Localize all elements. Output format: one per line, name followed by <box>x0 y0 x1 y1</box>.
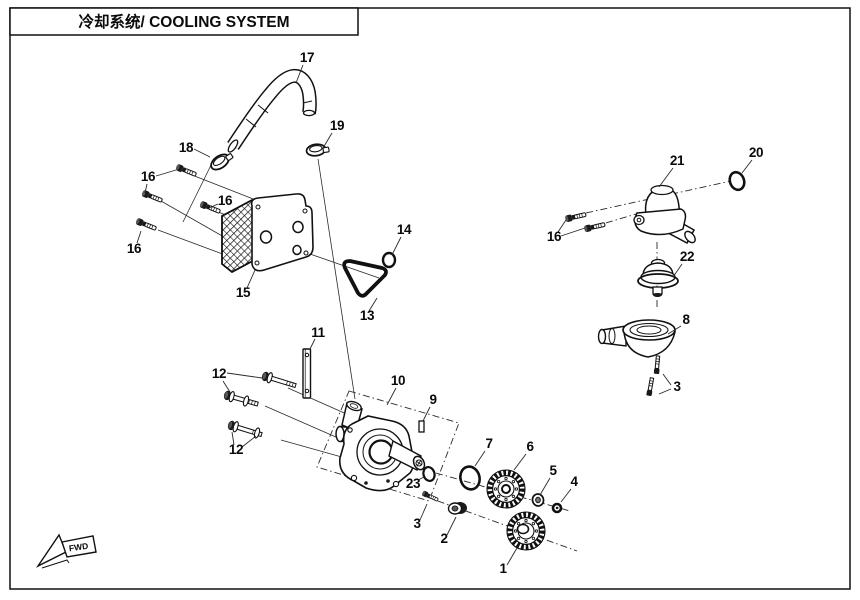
leader-line-9 <box>422 406 431 422</box>
page-border <box>9 7 851 590</box>
part-label-21: 21 <box>670 153 685 168</box>
dowel-pin-9 <box>418 420 425 433</box>
part-label-15: 15 <box>236 285 251 300</box>
leader-line-16-d <box>557 219 567 233</box>
washer-5-drawing <box>531 493 545 507</box>
part-label-12-b: 12 <box>229 442 243 457</box>
leader-line-3-a <box>658 388 672 395</box>
leader-line-8 <box>667 325 682 335</box>
part-label-16-a: 16 <box>141 169 156 184</box>
leader-line-16-a <box>155 169 177 177</box>
part-label-1: 1 <box>499 561 507 576</box>
thermostat-housing-drawing <box>597 319 676 358</box>
title-box: 冷却系统/ COOLING SYSTEM <box>9 7 359 36</box>
o-ring-20 <box>728 170 746 192</box>
part-label-3-a: 3 <box>673 379 681 394</box>
part-label-8: 8 <box>682 312 690 327</box>
leader-line-11 <box>309 338 316 350</box>
part-label-3-b: 3 <box>413 516 421 531</box>
leader-line-23 <box>417 476 425 481</box>
pump-assembly-boundary <box>316 390 460 502</box>
part-label-16-b: 16 <box>218 193 233 208</box>
o-ring-14 <box>381 251 397 269</box>
gear-1-bore <box>516 523 530 535</box>
part-label-23: 23 <box>406 476 421 491</box>
part-label-7: 7 <box>485 436 492 451</box>
leader-line-3-b <box>419 503 428 521</box>
part-label-18: 18 <box>179 140 194 155</box>
leader-line-19 <box>322 132 333 149</box>
cooler-gasket-drawing <box>342 259 388 298</box>
thermostat-drawing <box>637 258 679 297</box>
leader-line-10 <box>386 387 397 406</box>
leader-line-5 <box>539 477 551 496</box>
stay-bracket-drawing <box>302 348 312 399</box>
leader-line-1 <box>506 547 518 566</box>
leader-line-22 <box>672 263 683 278</box>
nut-4-drawing <box>551 502 563 514</box>
leader-line-2 <box>446 516 457 536</box>
part-label-12-a: 12 <box>212 366 226 381</box>
part-label-22: 22 <box>680 249 694 264</box>
gear-6-bore <box>501 484 511 494</box>
part-label-17: 17 <box>300 50 314 65</box>
leader-line-6 <box>513 453 527 471</box>
leader-line-20 <box>741 159 753 174</box>
leader-line-16-d <box>560 227 586 237</box>
leader-line-12-a <box>222 380 231 393</box>
leader-line-12-b <box>231 431 235 446</box>
leader-line-12-a <box>226 372 263 379</box>
part-label-5: 5 <box>549 463 557 478</box>
oil-cooler-drawing <box>221 193 314 273</box>
leader-line-18 <box>193 148 211 158</box>
part-label-6: 6 <box>526 439 534 454</box>
part-label-11: 11 <box>311 325 325 340</box>
part-label-9: 9 <box>429 392 436 407</box>
part-label-20: 20 <box>749 145 763 160</box>
leader-line-17 <box>295 64 304 84</box>
water-hose-drawing <box>227 68 317 153</box>
leader-line-7 <box>474 450 486 467</box>
o-ring-23 <box>422 465 436 483</box>
part-label-13: 13 <box>360 308 375 323</box>
page-title: 冷却系统/ COOLING SYSTEM <box>79 12 290 31</box>
leader-line-14 <box>391 236 402 256</box>
part-label-2: 2 <box>440 531 447 546</box>
leader-line-16-b <box>208 203 219 209</box>
washer-12-c <box>253 427 261 439</box>
washer-12-b <box>242 395 250 407</box>
plug-2-drawing <box>447 502 467 515</box>
title-box-frame <box>9 7 359 36</box>
leader-line-16-a <box>144 183 148 194</box>
leader-line-12-b <box>241 435 257 448</box>
leader-line-15 <box>246 269 256 289</box>
thermostat-cover-drawing <box>633 184 696 245</box>
part-label-19: 19 <box>330 118 344 133</box>
part-label-10: 10 <box>391 373 405 388</box>
part-label-16-c: 16 <box>127 241 142 256</box>
fwd-label: FWD <box>68 541 89 554</box>
o-ring-7 <box>459 465 481 491</box>
fwd-arrow: FWD <box>35 533 97 569</box>
part-label-16-d: 16 <box>547 229 562 244</box>
leader-line-16-c <box>136 230 142 244</box>
water-pump-drawing <box>335 400 426 492</box>
leader-line-4 <box>560 488 572 503</box>
part-label-14: 14 <box>397 222 412 237</box>
part-label-4: 4 <box>570 474 578 489</box>
leader-line-21 <box>658 167 674 188</box>
leader-line-3-a <box>662 373 672 386</box>
leader-line-13 <box>368 297 378 312</box>
